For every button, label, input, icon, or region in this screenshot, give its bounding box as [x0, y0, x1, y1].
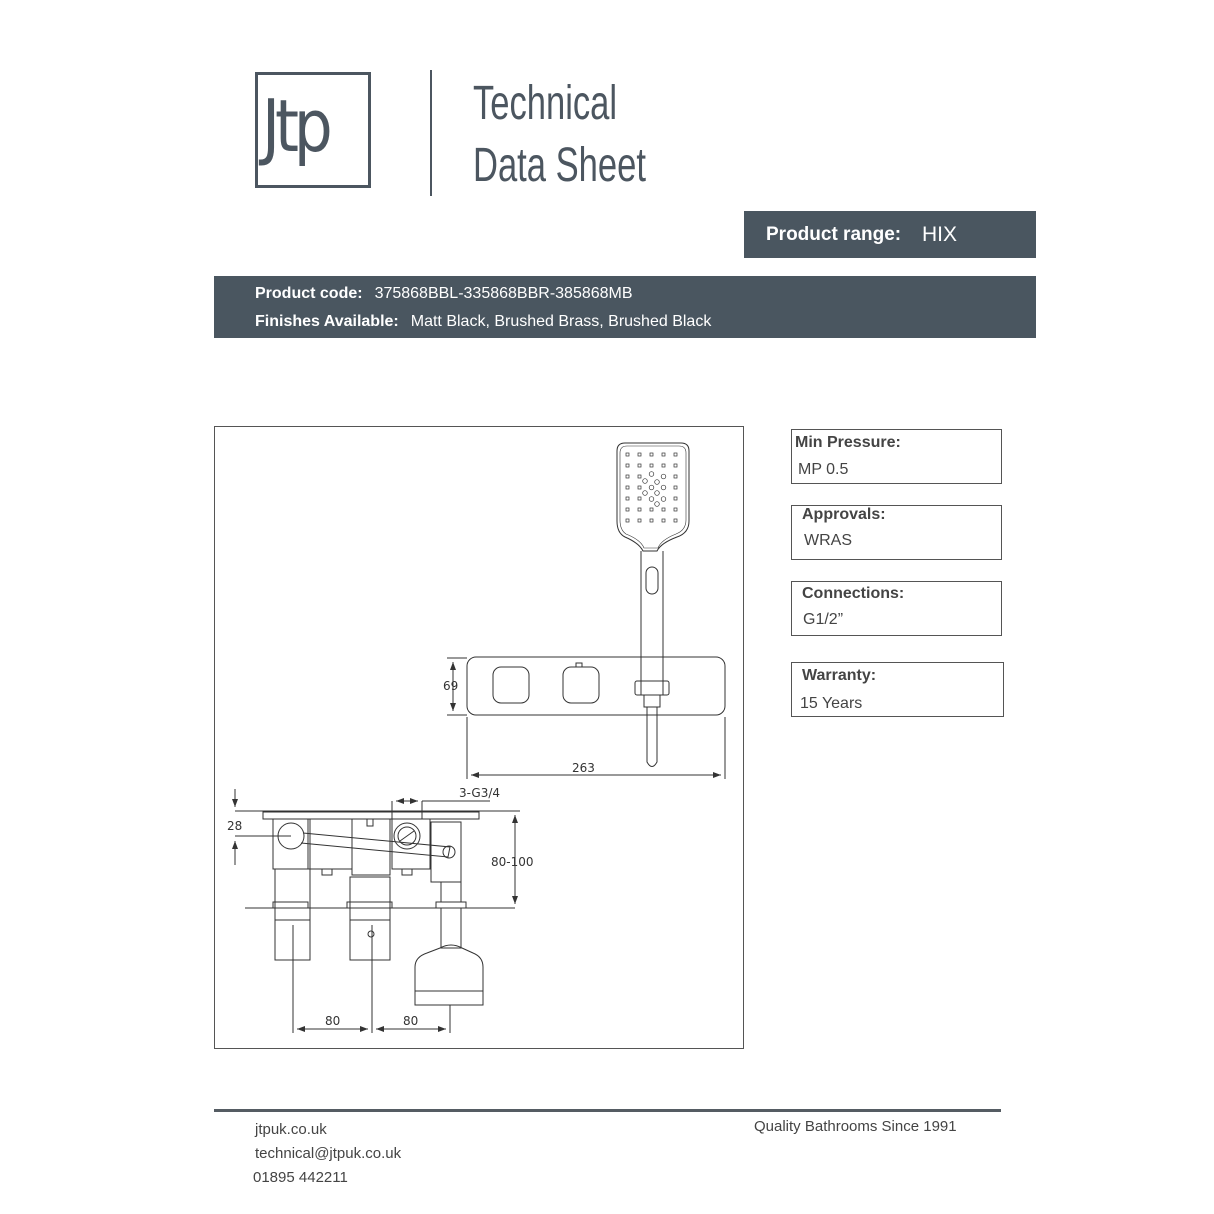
spec-warranty: Warranty: 15 Years [791, 662, 1004, 717]
dim-spacing-2: 80 [403, 1014, 418, 1028]
product-range-label: Product range: [766, 224, 902, 245]
hand-shower-icon [616, 442, 690, 622]
dim-outlets: 3-G3/4 [459, 786, 500, 800]
faceplate-icon [466, 622, 726, 767]
valve-body-icon [235, 810, 515, 1006]
finishes-value: Matt Black, Brushed Brass, Brushed Black [410, 313, 712, 330]
spec-label: Approvals: [802, 506, 886, 523]
product-range-value: HIX [922, 223, 958, 246]
footer-email-link[interactable]: technical@jtpuk.co.uk [255, 1145, 402, 1162]
product-code-row: Product code: 375868BBL-335868BBR-385868M… [255, 285, 633, 303]
dim-depth-range: 80-100 [491, 855, 534, 869]
spec-value: WRAS [804, 532, 852, 549]
drawing-svg: 69 263 [227, 442, 726, 1033]
footer-phone: 01895 442211 [253, 1169, 348, 1186]
product-range-bar: Product range: HIX [744, 211, 1036, 258]
doc-title-line-1: Technical [473, 77, 618, 130]
dim-plate-height: 69 [443, 679, 458, 693]
product-code-label: Product code: [255, 285, 363, 302]
technical-drawing: 69 263 [214, 426, 744, 1049]
footer-website-link[interactable]: jtpuk.co.uk [255, 1121, 327, 1138]
spec-connections: Connections: G1/2” [791, 581, 1002, 636]
logo-frame [255, 72, 371, 188]
dim-plate-width: 263 [572, 761, 595, 775]
finishes-row: Finishes Available: Matt Black, Brushed B… [255, 313, 711, 331]
spec-label: Connections: [802, 585, 905, 602]
dim-depth-offset: 28 [227, 819, 242, 833]
doc-title-line-2: Data Sheet [473, 139, 646, 192]
spec-label: Min Pressure: [795, 434, 901, 451]
footer-tagline: Quality Bathrooms Since 1991 [754, 1118, 957, 1135]
spec-value: 15 Years [800, 695, 863, 712]
dim-spacing-1: 80 [325, 1014, 340, 1028]
product-info-bar: Product code: 375868BBL-335868BBR-385868M… [214, 276, 1036, 338]
logo: Jtp [262, 84, 333, 168]
spec-value: G1/2” [803, 611, 844, 628]
spec-value: MP 0.5 [798, 461, 849, 478]
spec-min-pressure: Min Pressure: MP 0.5 [791, 429, 1002, 484]
finishes-label: Finishes Available: [255, 313, 399, 330]
spec-approvals: Approvals: WRAS [791, 505, 1002, 560]
product-code-value: 375868BBL-335868BBR-385868MB [374, 285, 633, 302]
footer-divider [214, 1109, 1001, 1112]
header-divider [430, 70, 432, 196]
spec-label: Warranty: [802, 667, 877, 684]
